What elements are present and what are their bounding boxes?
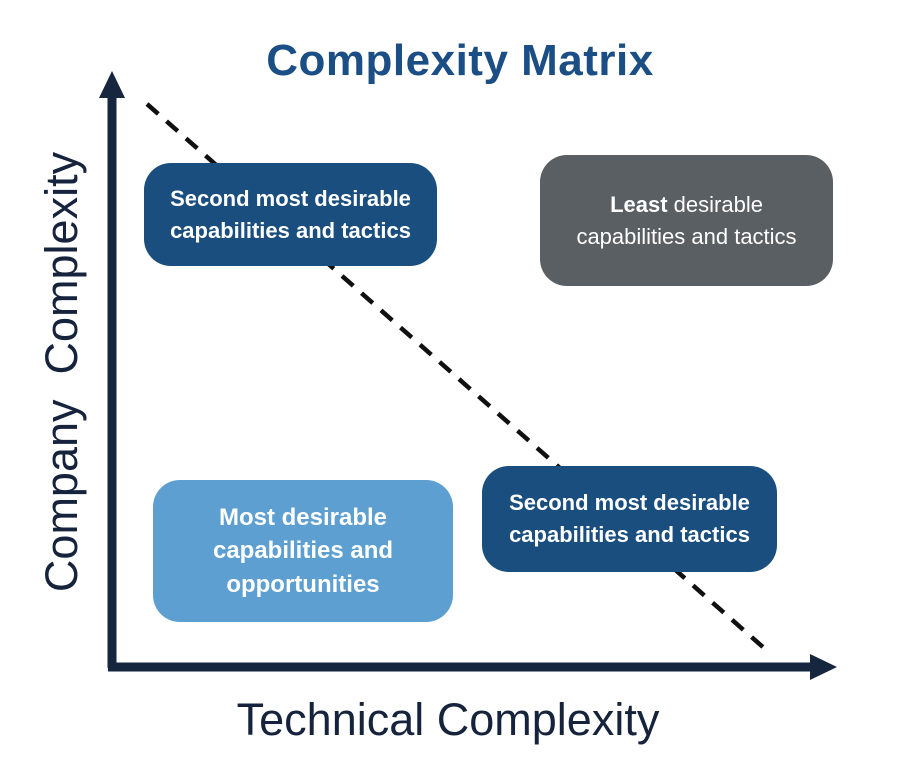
quadrant-text-line: capabilities and tactics (170, 217, 411, 243)
y-axis-arrowhead (99, 71, 125, 98)
quadrant-text-rest: desirable (667, 191, 763, 217)
quadrant-text-line: Least desirable (610, 189, 763, 221)
quadrant-mid-right: Second most desirable capabilities and t… (482, 466, 777, 572)
quadrant-text-line: Second most desirable (509, 490, 750, 516)
quadrant-bottom-left: Most desirable capabilities and opportun… (153, 480, 453, 622)
quadrant-top-left: Second most desirable capabilities and t… (144, 163, 437, 266)
x-axis-arrowhead (810, 654, 837, 680)
quadrant-text-line: capabilities and tactics (576, 223, 797, 249)
y-axis-label: Company Complexity (36, 151, 87, 593)
quadrant-text-line: Second most desirable (170, 185, 411, 211)
quadrant-text-line: opportunities (226, 570, 380, 598)
page-title: Complexity Matrix (266, 36, 654, 85)
least-bold-text: Least (610, 191, 668, 217)
quadrant-top-right: Least desirable capabilities and tactics (540, 155, 833, 286)
quadrant-text-line: capabilities and (212, 537, 394, 565)
quadrant-text-line: Most desirable (218, 503, 388, 531)
quadrant-text-line: capabilities and tactics (509, 522, 750, 547)
x-axis-label: Technical Complexity (236, 694, 660, 745)
